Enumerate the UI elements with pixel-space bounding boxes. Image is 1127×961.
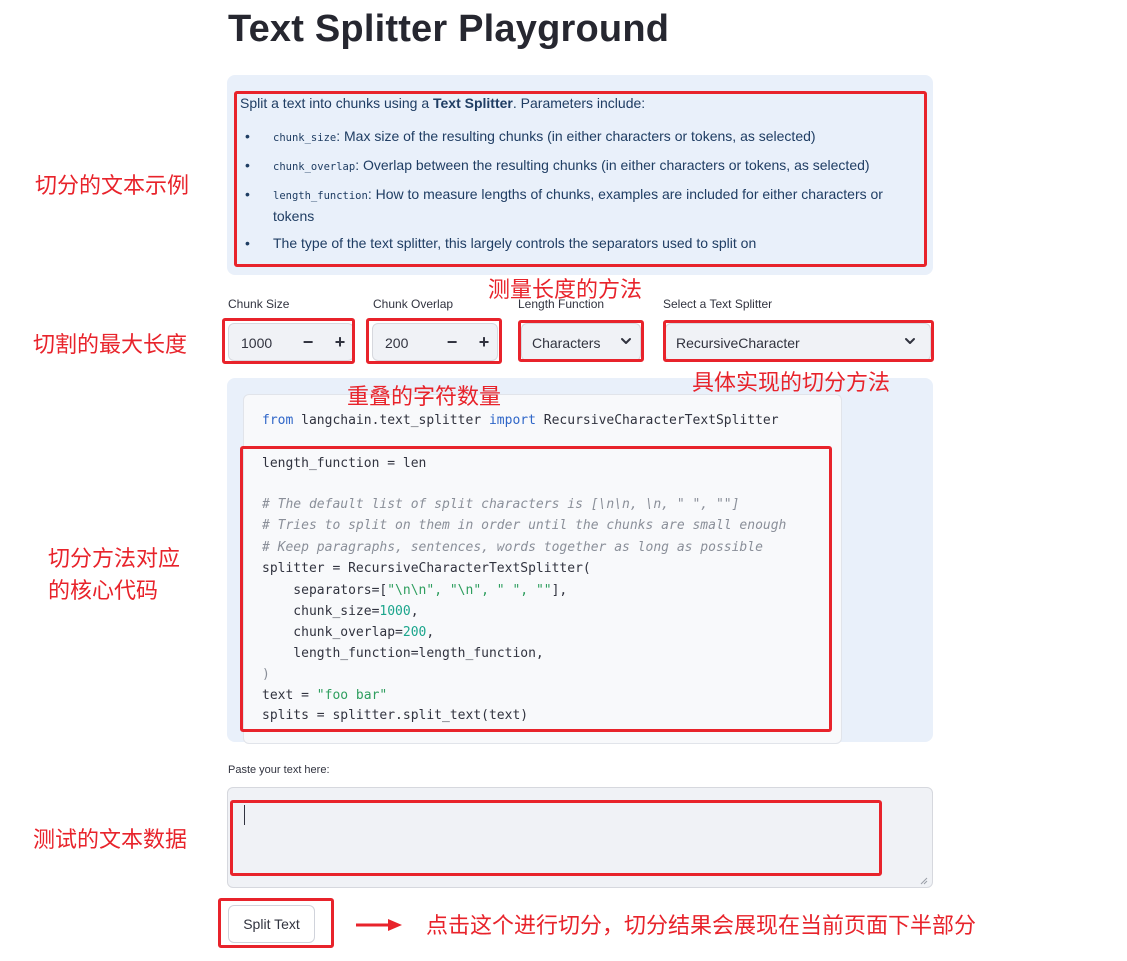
parameter-list: chunk_size: Max size of the resulting ch… <box>240 126 920 260</box>
paste-text-label: Paste your text here: <box>228 764 330 776</box>
split-text-button[interactable]: Split Text <box>228 905 315 943</box>
text-caret <box>244 805 245 825</box>
length-function-label: Length Function <box>518 297 605 311</box>
resize-handle-icon[interactable] <box>918 875 928 885</box>
code-block <box>243 394 842 744</box>
list-item: chunk_size: Max size of the resulting ch… <box>240 126 920 148</box>
annotation-box-code <box>240 446 832 732</box>
info-intro: Split a text into chunks using a Text Sp… <box>240 95 646 111</box>
chunk-overlap-input[interactable]: 200 − + <box>372 323 498 361</box>
annotation-text-max-length: 切割的最大长度 <box>33 332 188 357</box>
annotation-text-core-code-1: 切分方法对应 <box>48 546 181 571</box>
length-function-select[interactable]: Characters <box>521 323 641 361</box>
annotation-text-sample: 切分的文本示例 <box>35 173 190 198</box>
chunk-overlap-value: 200 <box>385 335 409 351</box>
code-line: ) <box>262 667 270 682</box>
chevron-down-icon <box>905 338 915 344</box>
code-line: splits = splitter.split_text(text) <box>262 708 529 723</box>
annotation-text-split-method: 具体实现的切分方法 <box>692 370 891 395</box>
annotation-text-test-data: 测试的文本数据 <box>33 827 188 852</box>
code-line: text = "foo bar" <box>262 688 388 703</box>
code-line: length_function = len <box>262 456 427 471</box>
annotation-box-chunk-overlap <box>366 318 502 364</box>
annotation-box-chunk-size <box>222 318 355 364</box>
list-item: length_function: How to measure lengths … <box>240 184 920 226</box>
code-line: # The default list of split characters i… <box>262 497 740 512</box>
chunk-size-increment-button[interactable]: + <box>334 332 346 352</box>
chunk-size-value: 1000 <box>241 335 273 351</box>
length-function-value: Characters <box>532 335 601 351</box>
code-line: # Keep paragraphs, sentences, words toge… <box>262 540 763 555</box>
page-title: Text Splitter Playground <box>228 8 670 50</box>
annotation-box-button <box>218 898 334 948</box>
annotation-box-length-function <box>518 320 644 362</box>
annotation-box-textarea <box>230 800 882 876</box>
text-splitter-bold: Text Splitter <box>433 95 513 111</box>
code-line: # Tries to split on them in order until … <box>262 518 787 533</box>
code-line: chunk_size=1000, <box>262 604 419 619</box>
list-item: chunk_overlap: Overlap between the resul… <box>240 155 920 177</box>
chunk-size-input[interactable]: 1000 − + <box>228 323 354 361</box>
code-line: length_function=length_function, <box>262 646 544 661</box>
chunk-size-label: Chunk Size <box>228 297 290 311</box>
annotation-text-click-hint: 点击这个进行切分，切分结果会展现在当前页面下半部分 <box>426 913 977 938</box>
chunk-overlap-label: Chunk Overlap <box>373 297 454 311</box>
code-line: chunk_overlap=200, <box>262 625 435 640</box>
paste-text-area[interactable] <box>227 787 933 888</box>
text-splitter-value: RecursiveCharacter <box>676 335 800 351</box>
annotation-text-overlap: 重叠的字符数量 <box>347 384 502 409</box>
list-item: The type of the text splitter, this larg… <box>240 233 920 253</box>
annotation-box-splitter <box>663 320 934 362</box>
annotation-box-info <box>234 91 927 267</box>
chunk-overlap-decrement-button[interactable]: − <box>446 332 458 352</box>
chunk-size-decrement-button[interactable]: − <box>302 332 314 352</box>
text-splitter-select[interactable]: RecursiveCharacter <box>665 323 931 361</box>
code-line: splitter = RecursiveCharacterTextSplitte… <box>262 561 591 576</box>
annotation-text-core-code-2: 的核心代码 <box>48 578 159 603</box>
chunk-overlap-increment-button[interactable]: + <box>478 332 490 352</box>
chevron-down-icon <box>621 338 631 344</box>
arrow-right-icon <box>356 919 402 931</box>
text-splitter-select-label: Select a Text Splitter <box>663 297 773 311</box>
code-line: separators=["\n\n", "\n", " ", ""], <box>262 583 568 598</box>
annotation-text-length-method: 测量长度的方法 <box>488 277 643 302</box>
code-line: from langchain.text_splitter import Recu… <box>262 413 779 428</box>
